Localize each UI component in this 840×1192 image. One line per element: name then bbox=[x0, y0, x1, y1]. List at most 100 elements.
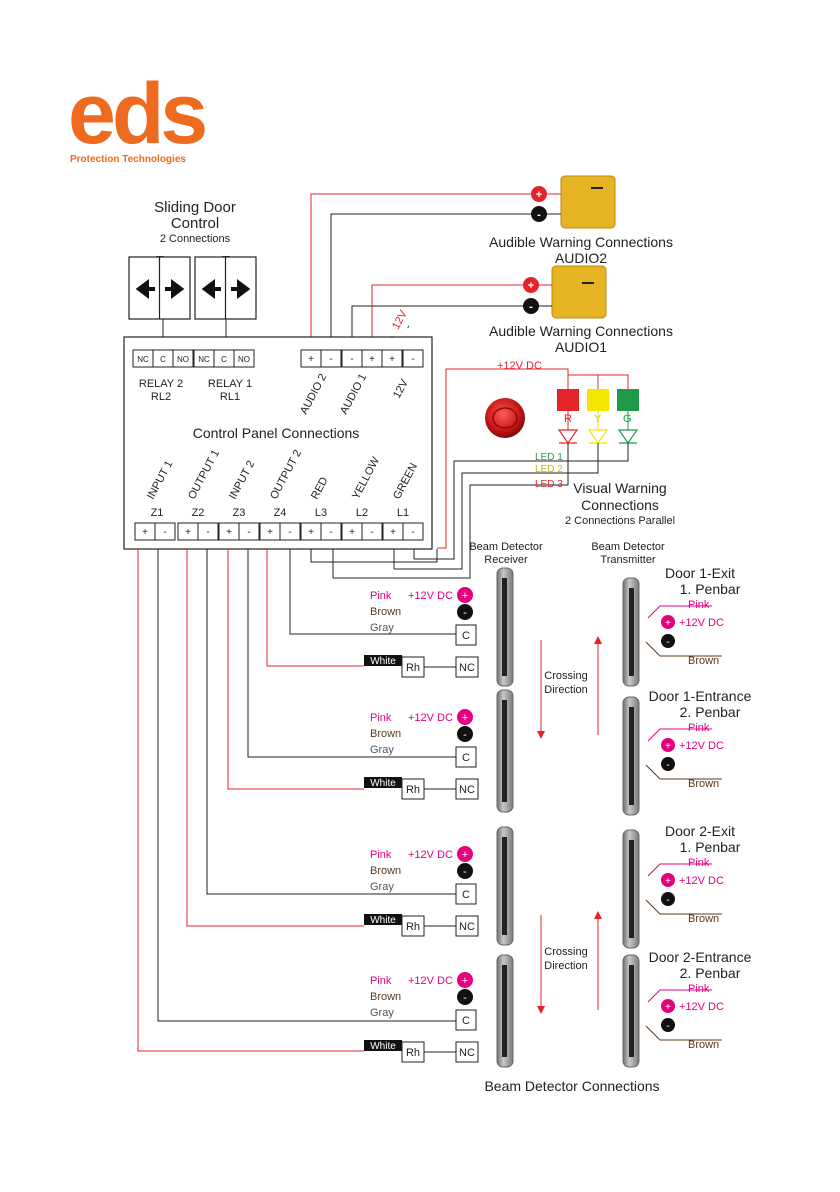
svg-text:-: - bbox=[537, 209, 541, 221]
svg-text:-: - bbox=[370, 527, 373, 538]
minus-icon bbox=[661, 1018, 675, 1032]
minus-icon bbox=[531, 206, 547, 222]
wire-brown-label: Brown bbox=[688, 655, 719, 667]
penbar-label: 1. Penbar bbox=[680, 581, 741, 597]
top-terminal: + bbox=[381, 349, 403, 368]
bottom-terminal: - bbox=[402, 522, 424, 541]
supply-label: +12V DC bbox=[679, 617, 724, 629]
led-output-wires bbox=[310, 549, 438, 578]
bottom-terminal: + bbox=[382, 522, 404, 541]
wire-brown-label: Brown bbox=[370, 991, 401, 1003]
bottom-terminal: + bbox=[218, 522, 240, 541]
wire-brown-label: Brown bbox=[370, 865, 401, 877]
svg-text:NO: NO bbox=[238, 355, 250, 364]
svg-text:+: + bbox=[226, 527, 232, 538]
bottom-terminal: + bbox=[134, 522, 156, 541]
plus-icon bbox=[457, 972, 473, 988]
c-terminal: C bbox=[462, 889, 470, 901]
zone-id: Z1 bbox=[151, 507, 164, 519]
svg-text:+: + bbox=[462, 712, 468, 724]
svg-text:C: C bbox=[221, 355, 227, 364]
eds-logo: eds Protection Technologies bbox=[68, 66, 209, 165]
svg-text:-: - bbox=[463, 729, 467, 741]
led2-label: LED 2 bbox=[535, 464, 563, 475]
wire-pink-label: Pink bbox=[370, 712, 392, 724]
right-arrow-icon bbox=[231, 279, 251, 299]
svg-text:C: C bbox=[160, 355, 166, 364]
plus-icon bbox=[661, 738, 675, 752]
svg-text:Crossing: Crossing bbox=[544, 670, 587, 682]
relay-terminal: C bbox=[152, 349, 174, 368]
svg-text:+: + bbox=[267, 527, 273, 538]
svg-text:+: + bbox=[390, 527, 396, 538]
svg-text:+: + bbox=[142, 527, 148, 538]
penbar-label: 2. Penbar bbox=[680, 704, 741, 720]
c-terminal: C bbox=[462, 630, 470, 642]
visual-title: Visual Warning bbox=[573, 480, 666, 496]
svg-text:-: - bbox=[247, 527, 250, 538]
svg-text:+: + bbox=[665, 876, 671, 887]
door-title: Door 1-Entrance bbox=[649, 688, 752, 704]
relay-terminal: NC bbox=[193, 349, 215, 368]
supply-label: +12V DC bbox=[408, 712, 453, 724]
svg-text:-: - bbox=[206, 527, 209, 538]
zone-id: L2 bbox=[356, 507, 368, 519]
rh-resistor: Rh bbox=[406, 662, 420, 674]
top-terminal: - bbox=[341, 349, 363, 368]
logo-text: eds bbox=[68, 66, 205, 162]
plus-icon bbox=[661, 873, 675, 887]
bottom-terminal: - bbox=[197, 522, 219, 541]
crossing-direction-2: Crossing Direction bbox=[537, 911, 602, 1014]
relay2-sub: RL2 bbox=[151, 391, 171, 403]
zone-id: Z3 bbox=[233, 507, 246, 519]
svg-text:-: - bbox=[529, 301, 533, 313]
horn-wires bbox=[310, 193, 531, 350]
footer-title: Beam Detector Connections bbox=[484, 1078, 659, 1094]
led3-label: LED 3 bbox=[535, 479, 563, 490]
wire-white-label: White bbox=[370, 656, 396, 667]
rh-resistor: Rh bbox=[406, 921, 420, 933]
bottom-terminal: + bbox=[259, 522, 281, 541]
svg-text:-: - bbox=[329, 527, 332, 538]
svg-text:+: + bbox=[665, 741, 671, 752]
relay-terminal: NC bbox=[132, 349, 154, 368]
svg-text:-: - bbox=[411, 527, 414, 538]
top-terminal: - bbox=[320, 349, 342, 368]
wire-pink-label: Pink bbox=[688, 857, 710, 869]
svg-text:-: - bbox=[666, 1021, 669, 1032]
relay1-label: RELAY 1 bbox=[208, 378, 252, 390]
svg-text:-: - bbox=[411, 354, 414, 365]
plus-icon bbox=[457, 709, 473, 725]
svg-text:-: - bbox=[463, 866, 467, 878]
supply-label: +12V DC bbox=[679, 1001, 724, 1013]
wire-pink-label: Pink bbox=[688, 983, 710, 995]
wire-gray-label: Gray bbox=[370, 622, 394, 634]
wire-pink-label: Pink bbox=[688, 722, 710, 734]
svg-text:-: - bbox=[350, 354, 353, 365]
wire-brown-label: Brown bbox=[370, 606, 401, 618]
svg-text:+: + bbox=[462, 849, 468, 861]
svg-text:+: + bbox=[665, 1002, 671, 1013]
visual-title2: Connections bbox=[581, 497, 659, 513]
wire-gray-label: Gray bbox=[370, 1007, 394, 1019]
horn-audio1-title: Audible Warning Connections bbox=[489, 323, 673, 339]
svg-text:+: + bbox=[462, 975, 468, 987]
plus-icon bbox=[531, 186, 547, 202]
supply-label: +12V DC bbox=[408, 849, 453, 861]
led1-label: LED 1 bbox=[535, 452, 563, 463]
left-arrow-icon bbox=[201, 279, 221, 299]
supply-label: +12V DC bbox=[408, 590, 453, 602]
diode-icon bbox=[617, 429, 639, 445]
relay1-sub: RL1 bbox=[220, 391, 240, 403]
svg-text:Crossing: Crossing bbox=[544, 946, 587, 958]
door-title: Door 2-Exit bbox=[665, 823, 735, 839]
wire-pink-label: Pink bbox=[370, 975, 392, 987]
left-arrow-icon bbox=[135, 279, 155, 299]
c-terminal: C bbox=[462, 1015, 470, 1027]
top-terminal: - bbox=[402, 349, 424, 368]
